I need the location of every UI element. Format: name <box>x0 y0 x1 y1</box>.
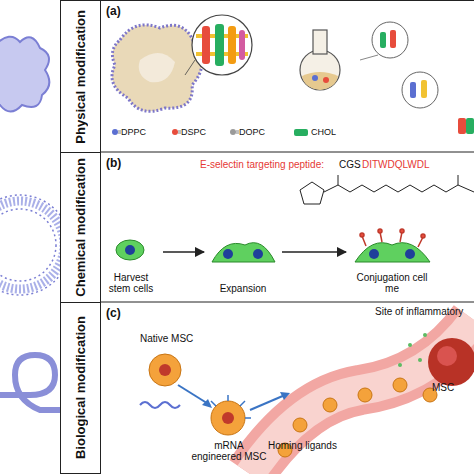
flow-arrow <box>163 251 204 253</box>
lipid-icon <box>112 129 121 135</box>
process-step: Expansion <box>208 236 278 294</box>
row-label-cell: Chemical modification <box>60 152 101 303</box>
row-label-cell: Biological modification <box>60 302 101 474</box>
annotation-text: mRNA engineered MSC <box>190 440 268 462</box>
annotation-text: MSC <box>432 382 454 393</box>
panel-letter: (b) <box>106 157 121 170</box>
node-text: Harvest stem cells <box>103 272 159 294</box>
node-text: Conjugation cell me <box>350 272 434 294</box>
node-text: Biological modification <box>73 316 88 459</box>
process-step: Harvest stem cells <box>103 236 159 294</box>
annotation-text: CGS <box>339 159 361 170</box>
lipid-icon <box>230 129 239 135</box>
node-text: Physical modification <box>73 10 88 144</box>
annotation-text: Native MSC <box>140 333 193 344</box>
annotation-text: DITWDQLWDL <box>362 159 430 170</box>
legend-text: DPPC <box>121 127 146 137</box>
panel-letter: (a) <box>106 5 121 18</box>
flow-arrow <box>282 251 346 253</box>
legend-text: CHOL <box>311 127 336 137</box>
annotation-text: E-selectin targeting peptide: <box>200 159 324 170</box>
legend-text: DOPC <box>239 127 265 137</box>
row-label-cell: Physical modification <box>60 0 101 153</box>
panel-letter: (c) <box>106 307 121 320</box>
lipid-icon <box>294 129 308 136</box>
lipid-icon <box>172 129 181 135</box>
annotation-text: Homing ligands <box>268 440 337 451</box>
process-step: Conjugation cell me <box>350 236 434 294</box>
node-text: Chemical modification <box>73 158 88 297</box>
legend-text: DSPC <box>181 127 206 137</box>
node-text: Expansion <box>220 283 267 294</box>
annotation-text: Site of inflammatory <box>375 306 463 317</box>
